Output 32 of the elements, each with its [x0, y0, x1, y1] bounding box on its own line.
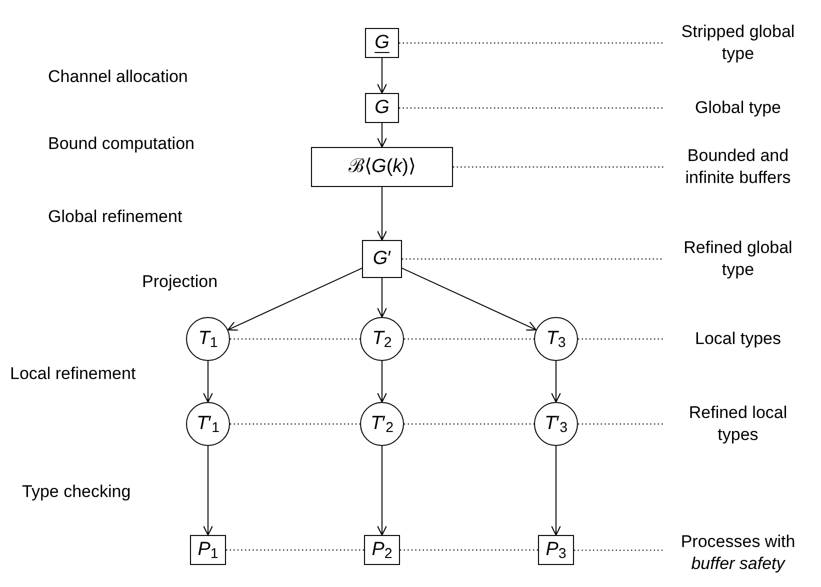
arrow	[202, 360, 214, 403]
arrow	[376, 278, 388, 318]
process-box: G′	[362, 240, 402, 278]
step-label: Channel allocation	[48, 66, 188, 88]
arrow	[376, 446, 388, 536]
arrow	[202, 446, 214, 536]
arrow	[550, 446, 562, 536]
process-box: P$_{1}$	[190, 535, 226, 565]
arrow	[376, 122, 388, 148]
step-label: Bound computation	[48, 133, 194, 155]
step-label: Projection	[142, 271, 218, 293]
arrow	[550, 360, 562, 403]
dotted-leader-line	[452, 166, 664, 168]
step-label: Type checking	[22, 481, 131, 503]
dotted-leader-line	[578, 338, 664, 340]
process-box: G	[365, 93, 399, 123]
arrow	[376, 186, 388, 241]
process-box: P$_{2}$	[364, 535, 400, 565]
step-label: Local refinement	[10, 363, 136, 385]
process-box: G	[365, 28, 399, 58]
dotted-leader-line	[404, 338, 534, 340]
process-box: P$_{3}$	[538, 535, 574, 565]
arrow	[376, 360, 388, 403]
dotted-leader-line	[398, 42, 664, 44]
dotted-leader-line	[230, 338, 360, 340]
arrow	[227, 268, 362, 331]
dotted-leader-line	[402, 258, 664, 260]
step-label: Global refinement	[48, 206, 182, 228]
process-box: ℬ⟨G(k)⟩	[311, 147, 453, 187]
arrow	[376, 58, 388, 94]
dotted-leader-line	[574, 550, 664, 551]
arrow	[402, 268, 537, 331]
